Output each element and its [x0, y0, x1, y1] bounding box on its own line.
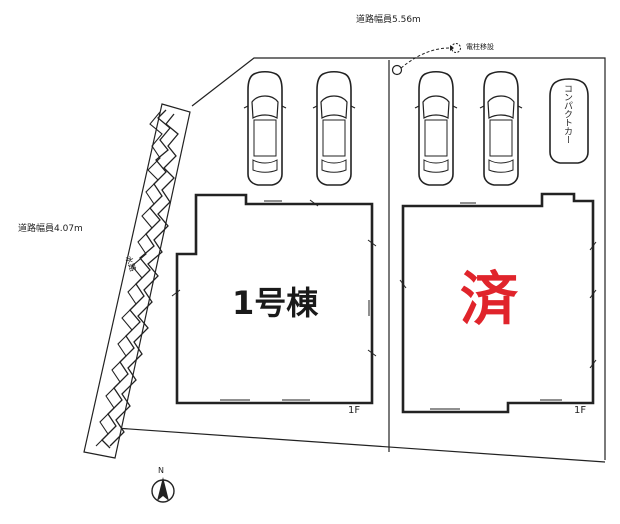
building-2-outline: [401, 192, 595, 414]
compact-car-label: コンパクトカー: [562, 84, 572, 144]
compact-car: [549, 78, 589, 164]
parking-car-2: [312, 70, 356, 186]
waterway: [83, 103, 191, 459]
south-boundary: [114, 427, 606, 463]
building-2-floor-label: 1F: [574, 405, 587, 416]
building-1-name: 1号棟: [232, 284, 319, 322]
parking-car-3: [414, 70, 458, 186]
parking-car-4: [479, 70, 523, 186]
building-2-openings: [399, 202, 597, 410]
north-label: N: [158, 466, 164, 475]
building-1-outline: [175, 193, 374, 405]
building-1-openings: [171, 199, 377, 401]
parking-car-1: [243, 70, 287, 186]
building-1-floor-label: 1F: [348, 405, 361, 416]
left-road-width-label: 道路幅員4.07m: [18, 224, 83, 234]
pole-relocation-label: 電柱移設: [466, 43, 494, 51]
sold-mark: 済: [460, 265, 519, 333]
utility-pole: [391, 43, 461, 76]
top-road-width-label: 道路幅員5.56m: [356, 15, 421, 25]
site-boundary: [191, 57, 606, 460]
north-arrow: [151, 477, 175, 503]
